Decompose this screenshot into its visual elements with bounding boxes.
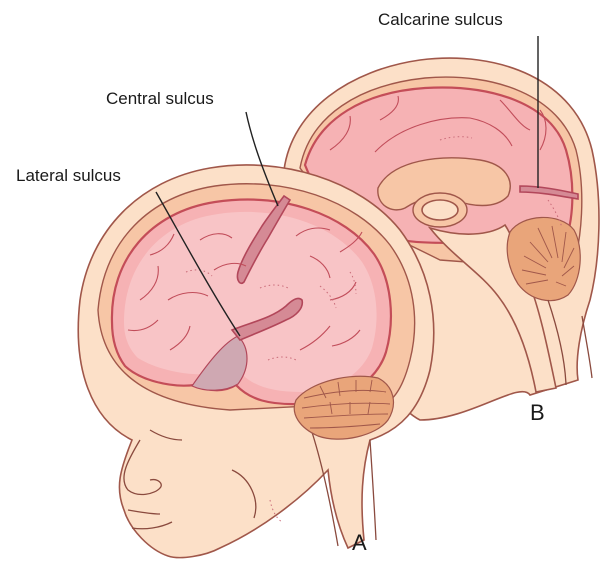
thalamus-b-inner (422, 200, 458, 220)
panel-a-head (78, 165, 433, 558)
panel-label-b: B (530, 400, 545, 425)
lateral-sulcus-label: Lateral sulcus (16, 166, 121, 185)
central-sulcus-label: Central sulcus (106, 89, 214, 108)
calcarine-sulcus-label: Calcarine sulcus (378, 10, 503, 29)
panel-label-a: A (352, 530, 367, 555)
